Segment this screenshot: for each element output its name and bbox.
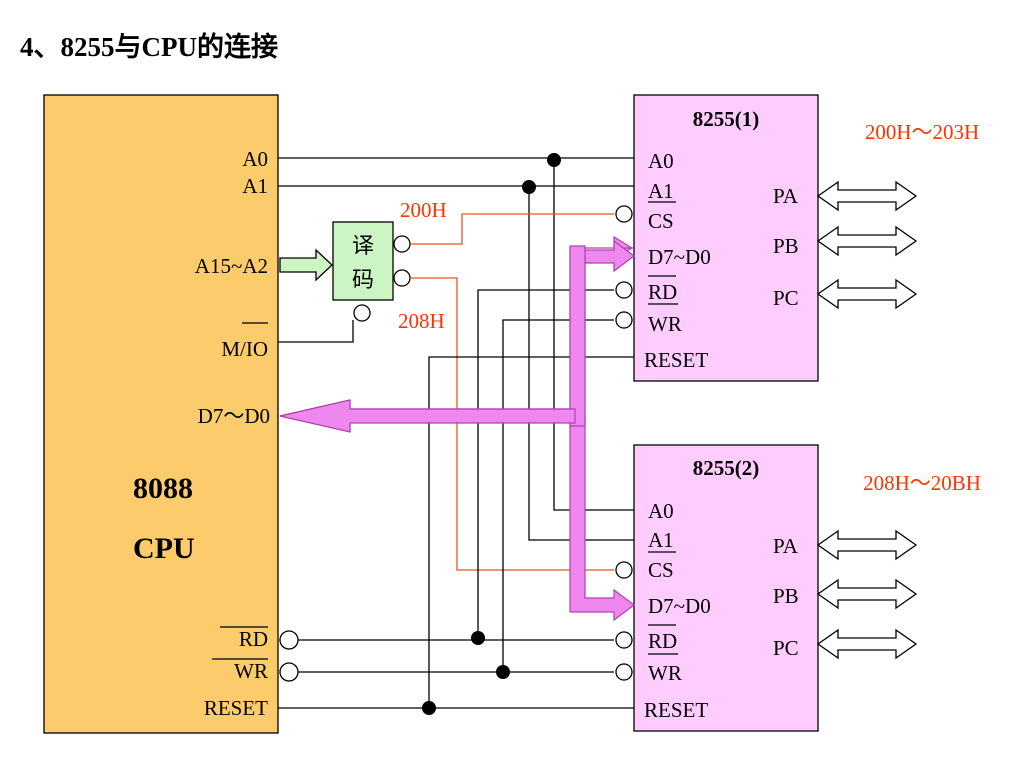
chip1-address: 200H～203H [865,120,979,144]
chip2-block [633,444,819,732]
chip1-pin-a0: A0 [648,149,674,173]
decoder-out2-label: 208H [398,309,445,333]
cpu-pin-rd: RD [239,627,268,651]
cpu-pin-d7-d0: D7～D0 [198,404,270,428]
mio-wire [278,320,354,343]
rd-branch-wire [477,289,614,640]
cpu-name-line1: 8088 [133,472,193,505]
data-bus-arrow-chip2 [569,415,635,622]
a0-branch-wire [553,158,634,511]
address-arrow [279,248,333,282]
chip2-port-pb: PB [773,584,799,608]
chip2-rd-bubble [615,631,633,649]
page-title: 4、8255与CPU的连接 [20,31,278,62]
chip2-pc-arrow [816,628,918,660]
chip1-pin-wr: WR [648,312,682,336]
chip2-pin-a1: A1 [648,528,674,552]
chip1-pa-arrow [816,180,918,212]
chip1-pin-reset: RESET [644,348,708,372]
chip2-port-pc: PC [773,636,799,660]
decoder-out2-bubble [393,269,411,287]
chip1-pin-a1: A1 [648,179,674,203]
cs2-wire [410,277,614,571]
cpu-pin-reset: RESET [204,696,268,720]
chip2-cs-bubble [615,561,633,579]
chip2-pin-rd: RD [648,629,677,653]
chip2-title: 8255(2) [693,456,760,480]
reset-branch-wire [428,356,634,708]
data-bus-arrow-chip1 [584,239,635,273]
chip1-pin-d7-d0: D7~D0 [648,245,711,269]
cpu-pin-wr: WR [234,659,268,683]
chip1-port-pb: PB [773,234,799,258]
chip1-cs-bubble [615,205,633,223]
cpu-pin-a0: A0 [242,147,268,171]
cs1-wire [410,213,614,245]
cpu-wr-bubble [279,662,299,682]
chip1-wr-bubble [615,311,633,329]
a1-junction [522,180,536,194]
chip2-pin-d7-d0: D7~D0 [648,594,711,618]
chip1-title: 8255(1) [693,107,760,131]
chip1-pin-rd: RD [648,280,677,304]
chip1-block [633,94,819,382]
chip2-pin-reset: RESET [644,698,708,722]
data-bus-main [279,399,576,433]
decoder-enable-bubble [353,304,371,322]
wr-branch-wire [502,319,614,672]
decoder-block [332,221,394,301]
chip2-pa-arrow [816,529,918,561]
chip1-pc-arrow [816,278,918,310]
a0-junction [547,153,561,167]
chip2-pin-cs: CS [648,558,674,582]
decoder-out1-label: 200H [400,198,447,222]
chip2-address: 208H～20BH [863,471,981,495]
cpu-name-line2: CPU [133,532,195,565]
cpu-rd-bubble [279,630,299,650]
chip2-pb-arrow [816,578,918,610]
a1-branch-wire [528,186,634,541]
decoder-out1-bubble [393,235,411,253]
decoder-label-line1: 译 [352,234,374,259]
chip1-port-pc: PC [773,286,799,310]
chip1-rd-bubble [615,281,633,299]
chip2-pin-a0: A0 [648,499,674,523]
rd-junction [471,631,485,645]
cpu-pin-mio: M/IO [221,337,268,361]
data-bus-vertical [569,245,586,427]
chip2-wr-bubble [615,663,633,681]
cpu-pin-a15-a2: A15~A2 [195,254,268,278]
cpu-pin-a1: A1 [242,174,268,198]
chip1-port-pa: PA [773,184,799,208]
chip2-pin-wr: WR [648,661,682,685]
reset-junction [422,701,436,715]
decoder-label-line2: 码 [352,268,374,293]
chip2-port-pa: PA [773,534,799,558]
chip1-pb-arrow [816,225,918,257]
wr-junction [496,665,510,679]
chip1-pin-cs: CS [648,209,674,233]
